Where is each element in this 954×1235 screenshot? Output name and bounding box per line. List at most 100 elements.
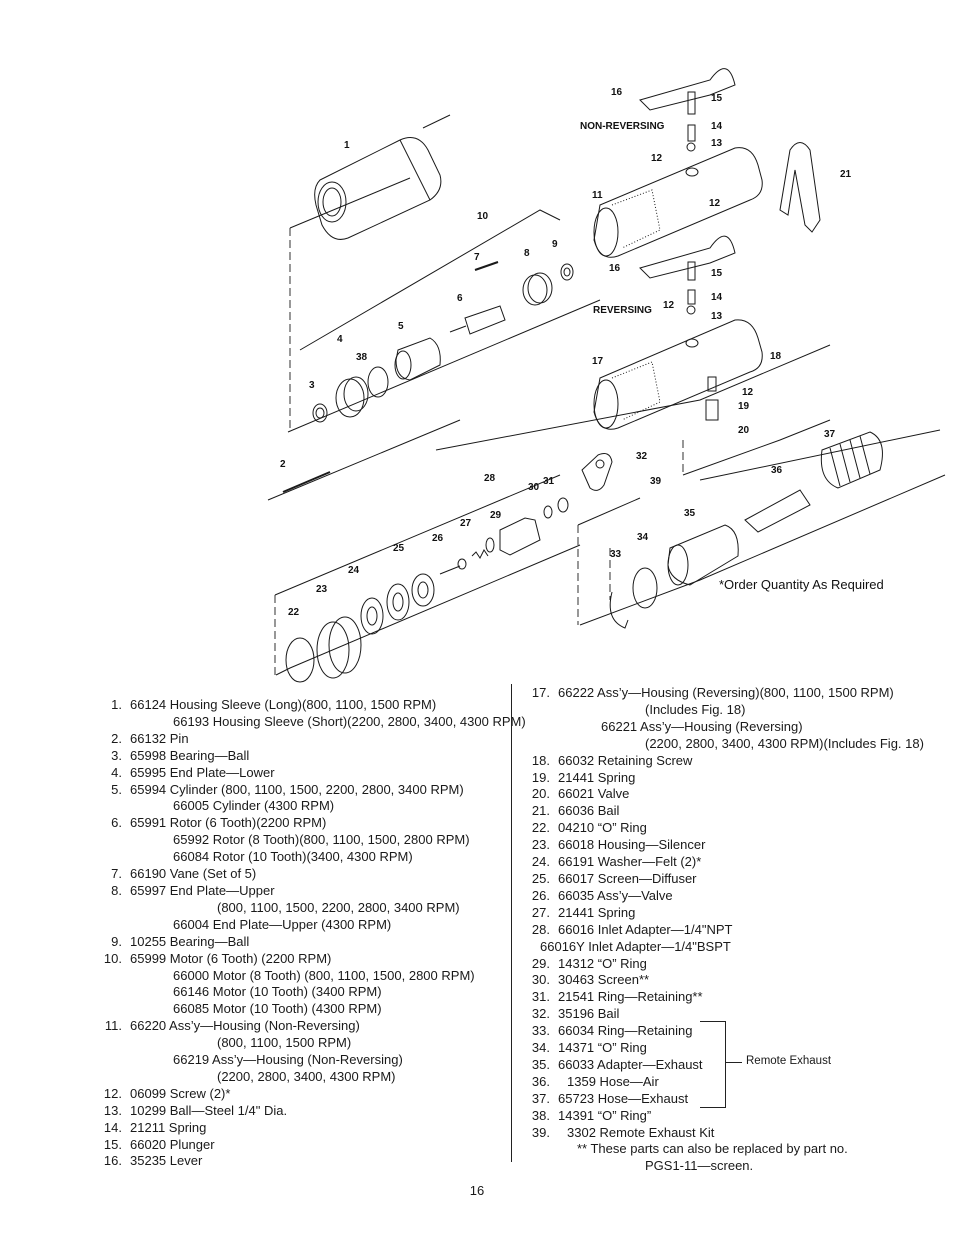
part-number: [512, 702, 550, 719]
part-row: 22.04210 “O” Ring: [512, 820, 932, 837]
part-description: 66190 Vane (Set of 5): [130, 866, 257, 882]
part-row: 7.66190 Vane (Set of 5): [84, 866, 514, 883]
part-number: 8.: [111, 882, 122, 898]
part-description: 1359 Hose—Air: [567, 1073, 659, 1089]
part-number: [512, 736, 550, 753]
callout-label: 16: [609, 263, 621, 274]
part-description: 35196 Bail: [558, 1006, 620, 1022]
part-description: 30463 Screen**: [558, 972, 650, 988]
part-row: 28.66016 Inlet Adapter—1/4"NPT: [512, 922, 932, 939]
part-description: 3302 Remote Exhaust Kit: [567, 1124, 715, 1140]
part-row: 38.14391 “O” Ring”: [512, 1108, 932, 1125]
part-description: 66132 Pin: [130, 730, 189, 746]
part-number: [84, 900, 122, 917]
callout-label: 17: [592, 356, 604, 367]
part-row: 39.3302 Remote Exhaust Kit: [512, 1125, 932, 1142]
part-number: 37.: [531, 1090, 550, 1106]
part-number: 21.: [531, 803, 550, 819]
part-description: 66191 Washer—Felt (2)*: [558, 854, 702, 870]
callout-label: 37: [824, 429, 836, 440]
part-description: 65992 Rotor (8 Tooth)(800, 1100, 1500, 2…: [173, 832, 470, 848]
part-description: 66033 Adapter—Exhaust: [558, 1056, 703, 1072]
callout-label: 20: [738, 425, 750, 436]
callout-label: 13: [711, 138, 723, 149]
part-description: 21211 Spring: [130, 1119, 207, 1135]
part-description: 66036 Bail: [558, 803, 620, 819]
part-number: 9.: [111, 933, 122, 949]
part-row: 15.66020 Plunger: [84, 1137, 514, 1154]
part-description: 66000 Motor (8 Tooth) (800, 1100, 1500, …: [173, 967, 475, 983]
part-description: 66085 Motor (10 Tooth) (4300 RPM): [173, 1001, 382, 1017]
part-row: 33.66034 Ring—Retaining: [512, 1023, 932, 1040]
part-row: (2200, 2800, 3400, 4300 RPM)(Includes Fi…: [512, 736, 932, 753]
part-number: 38.: [531, 1107, 550, 1123]
callout-label: 24: [348, 565, 360, 576]
callout-label: 15: [711, 268, 723, 279]
callout-label: 25: [393, 543, 405, 554]
part-description: 10299 Ball—Steel 1/4" Dia.: [130, 1102, 288, 1118]
callout-label: 34: [637, 532, 649, 543]
part-description: 66084 Rotor (10 Tooth)(3400, 4300 RPM): [173, 849, 413, 865]
callout-label: 12: [709, 198, 721, 209]
callout-label: 27: [460, 518, 472, 529]
callout-label: 1: [344, 140, 350, 151]
part-description: 10255 Bearing—Ball: [130, 933, 250, 949]
part-number: 18.: [531, 752, 550, 768]
part-description: 14371 “O” Ring: [558, 1040, 647, 1056]
part-row: 36. 1359 Hose—Air: [512, 1074, 932, 1091]
part-row: 14.21211 Spring: [84, 1120, 514, 1137]
part-description: 14312 “O” Ring: [558, 955, 647, 971]
callout-label: 15: [711, 93, 723, 104]
part-number: 34.: [531, 1040, 550, 1056]
part-description: 66193 Housing Sleeve (Short)(2200, 2800,…: [173, 713, 526, 729]
part-row: PGS1-11—screen.: [512, 1158, 932, 1175]
part-number: 19.: [531, 769, 550, 785]
callout-label: 14: [711, 121, 723, 132]
part-number: [512, 939, 540, 956]
part-number: [84, 917, 122, 934]
callout-label: 16: [611, 87, 623, 98]
part-description: 65999 Motor (6 Tooth) (2200 RPM): [130, 950, 332, 966]
part-number: [84, 798, 122, 815]
part-number: 29.: [531, 955, 550, 971]
diagram-heading-reversing: REVERSING: [593, 305, 652, 316]
part-row: 12.06099 Screw (2)*: [84, 1086, 514, 1103]
part-description: 66219 Ass’y—Housing (Non-Reversing): [173, 1052, 403, 1068]
remote-exhaust-label: Remote Exhaust: [746, 1055, 832, 1067]
part-description: 66021 Valve: [558, 786, 630, 802]
part-number: 13.: [103, 1102, 122, 1118]
part-row: 11.66220 Ass’y—Housing (Non-Reversing): [84, 1018, 514, 1035]
parts-list-right-column: 17.66222 Ass’y—Housing (Reversing)(800, …: [512, 685, 932, 1175]
callout-label: 23: [316, 584, 328, 595]
part-row: 66193 Housing Sleeve (Short)(2200, 2800,…: [84, 714, 526, 731]
part-row: 2.66132 Pin: [84, 731, 514, 748]
callout-label: 4: [337, 334, 343, 345]
part-description: 66018 Housing—Silencer: [558, 837, 706, 853]
part-description: 04210 “O” Ring: [558, 820, 647, 836]
part-number: 20.: [531, 786, 550, 802]
callout-label: 19: [738, 401, 750, 412]
part-row: 29. 14312 “O” Ring: [512, 956, 932, 973]
callout-label: 5: [398, 321, 404, 332]
part-number: [512, 1141, 550, 1158]
part-row: 10.65999 Motor (6 Tooth) (2200 RPM): [84, 951, 514, 968]
part-description: 06099 Screw (2)*: [130, 1085, 231, 1101]
part-row: 9. 10255 Bearing—Ball: [84, 934, 514, 951]
part-row: 32.35196 Bail: [512, 1006, 932, 1023]
part-number: [84, 968, 122, 985]
part-description: 65991 Rotor (6 Tooth)(2200 RPM): [130, 815, 327, 831]
callout-label: 22: [288, 607, 300, 618]
part-description: ** These parts can also be replaced by p…: [577, 1141, 848, 1157]
part-description: 66032 Retaining Screw: [558, 752, 693, 768]
order-quantity-note: *Order Quantity As Required: [719, 577, 884, 592]
part-row: 1.66124 Housing Sleeve (Long)(800, 1100,…: [84, 697, 514, 714]
part-row: (800, 1100, 1500, 2200, 2800, 3400 RPM): [84, 900, 514, 917]
part-description: 66016 Inlet Adapter—1/4"NPT: [558, 921, 733, 937]
part-number: 36.: [531, 1073, 550, 1089]
diagram-heading-non-reversing: NON-REVERSING: [580, 121, 665, 132]
part-row: 17.66222 Ass’y—Housing (Reversing)(800, …: [512, 685, 932, 702]
part-description: 21441 Spring: [558, 769, 636, 785]
callout-label: 13: [711, 311, 723, 322]
callout-label: 3: [309, 380, 315, 391]
callout-label: 12: [742, 387, 754, 398]
